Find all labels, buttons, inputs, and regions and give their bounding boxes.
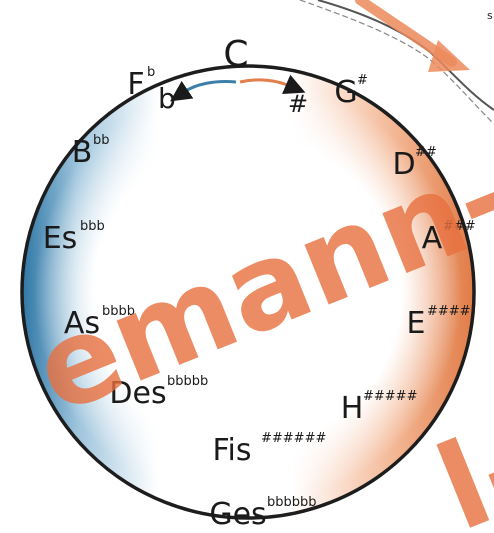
key-name: F xyxy=(127,67,144,102)
key-accidentals: b xyxy=(147,65,155,80)
center-key-label: C xyxy=(223,34,248,75)
key-accidentals: ###### xyxy=(261,431,326,446)
watermark-arrow xyxy=(360,0,470,72)
key-name: Fis xyxy=(212,433,251,468)
corner-text: s xyxy=(487,9,493,22)
flat-symbol-label: b xyxy=(158,82,176,115)
key-accidentals: bbbbbb xyxy=(267,495,317,510)
key-name: Ges xyxy=(209,497,266,532)
key-accidentals: bbb xyxy=(80,219,105,234)
sharp-symbol-label: # xyxy=(288,90,308,118)
key-accidentals: #### xyxy=(427,304,471,319)
key-name: H xyxy=(341,391,364,426)
key-accidentals: bb xyxy=(93,133,110,148)
key-accidentals: # xyxy=(357,73,368,88)
key-name: B xyxy=(72,135,93,170)
key-accidentals: ##### xyxy=(363,389,417,404)
key-name: G xyxy=(334,75,357,110)
key-name: Es xyxy=(43,221,78,256)
key-name: E xyxy=(407,306,426,341)
